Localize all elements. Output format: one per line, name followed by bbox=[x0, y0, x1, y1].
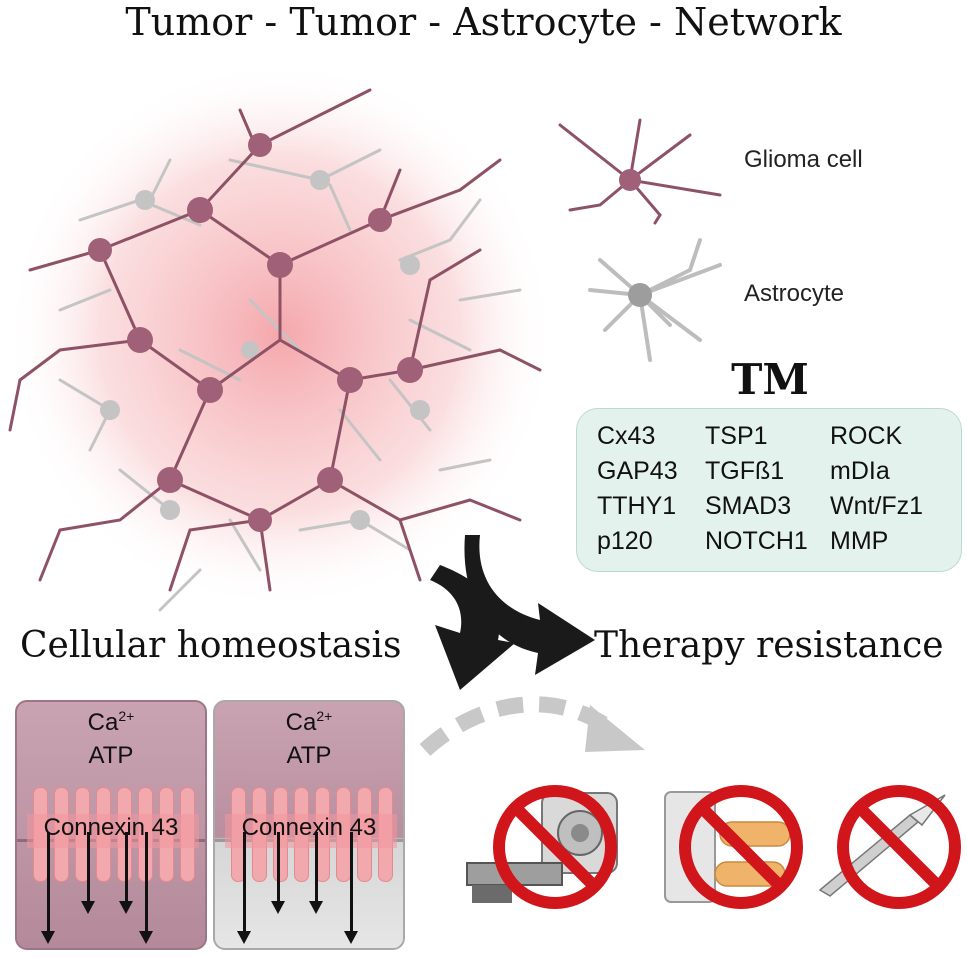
tm-factor-box: Cx43 GAP43 TTHY1 p120 TSP1 TGFß1 SMAD3 N… bbox=[576, 408, 962, 572]
tm-factor: GAP43 bbox=[597, 457, 678, 485]
tm-factor: NOTCH1 bbox=[705, 527, 808, 555]
prohibited-icon bbox=[837, 785, 961, 909]
connexin-band bbox=[225, 814, 397, 848]
gap-junction-panel-tumor: Ca2+ ATP Connexin 43 bbox=[15, 700, 207, 950]
astrocyte-icon bbox=[588, 238, 722, 362]
gap-junction-panel-astrocyte: Ca2+ ATP Connexin 43 bbox=[213, 700, 405, 950]
flux-arrow bbox=[271, 832, 285, 914]
flux-arrow bbox=[139, 832, 153, 944]
flow-arrows bbox=[430, 535, 595, 690]
connexin-label: Connexin 43 bbox=[241, 814, 377, 841]
flux-arrow bbox=[237, 832, 251, 944]
tm-factor: MMP bbox=[830, 527, 889, 555]
tm-column-2: TSP1 TGFß1 SMAD3 NOTCH1 bbox=[705, 419, 808, 559]
calcium-label: Ca2+ bbox=[87, 708, 135, 736]
glioma-cell-icon bbox=[558, 118, 722, 225]
tm-factor: ROCK bbox=[830, 422, 903, 450]
flux-arrow bbox=[309, 832, 323, 914]
section-heading-homeostasis: Cellular homeostasis bbox=[20, 625, 402, 666]
legend-glioma-label: Glioma cell bbox=[744, 146, 863, 173]
flux-arrow bbox=[119, 832, 133, 914]
tm-factor: TGFß1 bbox=[705, 457, 785, 485]
tm-title: TM bbox=[731, 355, 809, 404]
tm-factor: SMAD3 bbox=[705, 492, 792, 520]
tm-factor: Wnt/Fz1 bbox=[830, 492, 924, 520]
tm-factor: mDIa bbox=[830, 457, 890, 485]
tm-column-1: Cx43 GAP43 TTHY1 p120 bbox=[597, 419, 678, 559]
tm-factor: Cx43 bbox=[597, 422, 656, 450]
section-heading-resistance: Therapy resistance bbox=[594, 625, 944, 666]
diagram-title: Tumor - Tumor - Astrocyte - Network bbox=[125, 0, 842, 44]
arrow-to-resistance bbox=[464, 535, 595, 675]
flux-arrow bbox=[41, 832, 55, 944]
dashed-arrow bbox=[419, 696, 645, 756]
tm-factor: p120 bbox=[597, 527, 653, 555]
connexin-label: Connexin 43 bbox=[43, 814, 179, 841]
legend-astrocyte-label: Astrocyte bbox=[744, 280, 845, 307]
atp-label: ATP bbox=[286, 742, 332, 769]
flux-arrow bbox=[81, 832, 95, 914]
tm-column-3: ROCK mDIa Wnt/Fz1 MMP bbox=[830, 419, 923, 559]
tm-factor: TSP1 bbox=[705, 422, 768, 450]
arrow-to-homeostasis bbox=[430, 565, 515, 690]
connexin-band bbox=[27, 814, 199, 848]
tumor-network bbox=[5, 60, 555, 612]
tm-factor: TTHY1 bbox=[597, 492, 677, 520]
glioma-bodies bbox=[88, 133, 423, 532]
prohibited-icon bbox=[493, 785, 617, 909]
prohibited-icon bbox=[679, 785, 803, 909]
flux-arrow bbox=[344, 832, 358, 944]
astrocyte-bodies bbox=[100, 170, 430, 530]
atp-label: ATP bbox=[88, 742, 134, 769]
calcium-label: Ca2+ bbox=[285, 708, 333, 736]
